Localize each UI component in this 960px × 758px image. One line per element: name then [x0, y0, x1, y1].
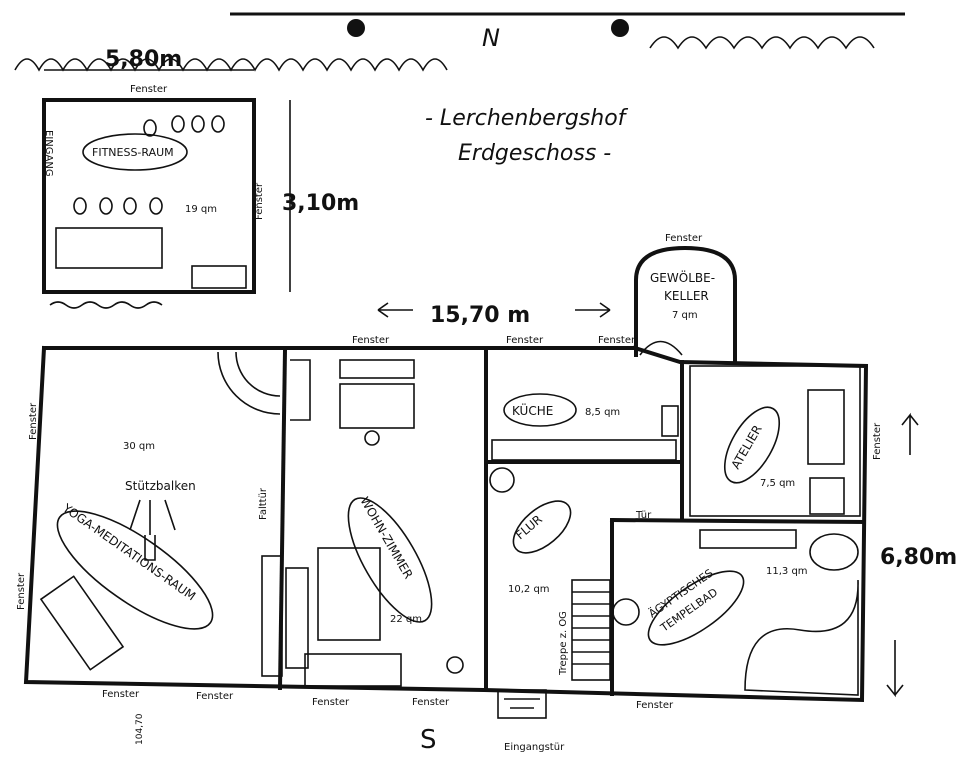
fitness-window-right-label: Fenster	[254, 182, 265, 220]
compass-south: S	[420, 725, 437, 755]
window-label-top-1: Fenster	[352, 335, 390, 346]
living-furniture	[261, 359, 464, 687]
yoga-room-name: YOGA-MEDITATIONS-RAUM	[59, 500, 198, 603]
atelier-label-oval	[723, 406, 781, 484]
window-label-bottom-1: Fenster	[102, 689, 140, 700]
tree-line-left	[14, 58, 448, 72]
main-height-label: 6,80m	[880, 545, 957, 570]
yoga-area: 30 qm	[123, 441, 155, 452]
pin-right	[611, 19, 629, 37]
window-label-left-2: Fenster	[16, 572, 27, 610]
hall-stairs	[571, 579, 611, 681]
main-width-label: 15,70 m	[430, 303, 530, 328]
window-label-left-1: Fenster	[28, 402, 39, 440]
window-label-bottom-5: Fenster	[636, 700, 674, 711]
hall-stairs-label: Treppe z. OG	[558, 611, 569, 676]
hall-area: 10,2 qm	[508, 584, 550, 595]
window-label-top-2: Fenster	[506, 335, 544, 346]
cellar-walls	[634, 245, 737, 362]
hedge-wave	[49, 301, 163, 309]
window-label-bottom-4: Fenster	[412, 697, 450, 708]
plan-subtitle: Erdgeschoss -	[458, 141, 611, 166]
cellar-area: 7 qm	[672, 310, 698, 321]
yoga-mat	[39, 575, 125, 671]
compass-north: N	[482, 24, 500, 52]
entrance-label: Eingangstür	[504, 742, 565, 753]
kitchen-area: 8,5 qm	[585, 407, 620, 418]
bath-basin	[809, 533, 859, 571]
fitness-equipment	[55, 115, 247, 289]
kitchen-fridge	[661, 405, 679, 437]
hall-name: FLUR	[513, 512, 545, 542]
bath-pool	[744, 579, 859, 696]
fitness-window-label: Fenster	[130, 84, 168, 95]
living-label-oval	[347, 497, 433, 623]
window-label-bottom-3: Fenster	[312, 697, 350, 708]
atelier-table	[807, 389, 845, 465]
interior-walls	[277, 347, 867, 696]
kitchen-name: KÜCHE	[512, 402, 553, 418]
window-label-bottom-2: Fenster	[196, 691, 234, 702]
fitness-room-name: FITNESS-RAUM	[92, 146, 174, 159]
support-beam	[129, 499, 176, 561]
fitness-room	[42, 98, 256, 294]
atelier-name: ATELIER	[728, 423, 764, 472]
window-label-top-3: Fenster	[598, 335, 636, 346]
atelier-inner	[689, 365, 861, 517]
main-width-arrows	[377, 302, 611, 318]
plan-title: - Lerchenbergshof	[425, 106, 629, 131]
tree-line-right	[649, 36, 875, 50]
handwritten-note: 104,70	[135, 713, 145, 745]
pin-left	[347, 19, 365, 37]
kitchen-counter	[491, 439, 677, 461]
window-labels: Fenster Fenster Fenster Fenster Fenster …	[16, 335, 883, 711]
fitness-width-label: 5,80m	[105, 47, 182, 72]
spiral-stair-outer	[217, 351, 281, 415]
fitness-area: 19 qm	[185, 204, 217, 215]
atelier-cabinet	[809, 477, 845, 515]
yoga-beam-label: Stützbalken	[125, 479, 196, 493]
bath-label-oval	[647, 570, 745, 646]
kitchen-label-oval	[503, 393, 577, 427]
bath-door-label: Tür	[635, 510, 652, 521]
fitness-entrance-label: EINGANG	[43, 130, 54, 177]
hall-label-oval	[512, 500, 572, 554]
cellar-window-label: Fenster	[665, 233, 703, 244]
fitness-label-oval	[82, 133, 188, 171]
bath-area: 11,3 qm	[766, 566, 808, 577]
living-area: 22 qm	[390, 614, 422, 625]
atelier-area: 7,5 qm	[760, 478, 795, 489]
entrance-steps	[497, 689, 547, 719]
cellar-stairs	[639, 340, 683, 356]
fitness-height-label: 3,10m	[282, 191, 359, 216]
yoga-label-oval	[56, 510, 214, 630]
window-label-right: Fenster	[872, 422, 883, 460]
cellar-name-2: KELLER	[664, 289, 709, 303]
living-door-label: Falttür	[258, 487, 269, 520]
cellar-name-1: GEWÖLBE-	[650, 269, 715, 285]
bath-bench	[699, 529, 797, 549]
bath-plant	[612, 598, 640, 626]
spiral-stair-inner	[235, 351, 281, 397]
main-height-arrows	[886, 412, 919, 698]
main-outline	[23, 345, 869, 703]
hall-plant	[489, 467, 515, 493]
living-shelf	[290, 359, 311, 421]
